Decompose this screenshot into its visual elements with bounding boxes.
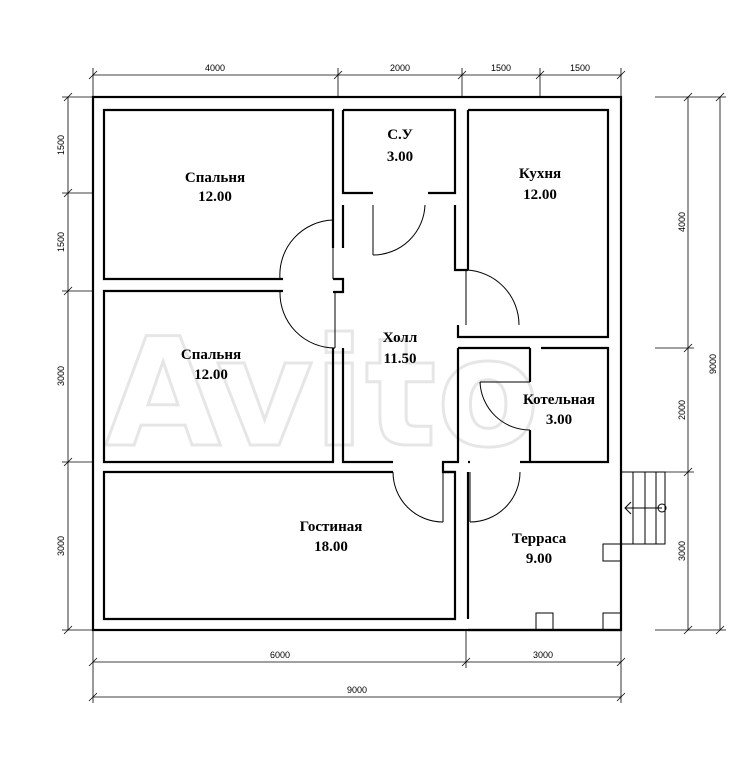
dim-top-2: 2000 [390,63,410,73]
dim-bottom-total: 9000 [347,685,367,695]
room-area-boiler: 3.00 [546,412,572,428]
dim-right-3: 3000 [677,541,687,561]
room-area-hall: 11.50 [384,351,417,367]
dimensions-left: 1500 1500 3000 3000 [56,92,93,635]
room-area-kitchen: 12.00 [523,187,557,203]
terrace-stairs [620,471,667,545]
dim-left-2: 1500 [56,232,66,252]
dim-right-2: 2000 [677,400,687,420]
dimensions-bottom: 6000 3000 9000 [88,630,626,703]
doors [279,204,531,523]
dim-bottom-1: 6000 [270,650,290,660]
terrace-post-2 [535,612,554,631]
room-area-living: 18.00 [314,539,348,555]
dim-top-3: 1500 [491,63,511,73]
room-area-bedroom2: 12.00 [194,367,228,383]
room-name-bedroom2: Спальня [181,347,241,363]
hall-walls [333,205,541,474]
door-kitchen [465,269,520,326]
room-name-kitchen: Кухня [519,166,561,182]
door-bedroom1 [279,219,334,280]
door-bathroom [372,204,426,256]
room-area-bathroom: 3.00 [387,149,413,165]
door-living [392,471,444,523]
dim-bottom-2: 3000 [533,650,553,660]
dimensions-right: 4000 2000 3000 9000 [655,92,726,635]
room-area-bedroom1: 12.00 [198,189,232,205]
room-name-boiler: Котельная [523,392,595,408]
dim-left-1: 1500 [56,135,66,155]
door-terrace [469,471,521,523]
room-name-bedroom1: Спальня [185,170,245,186]
terrace-post-1 [602,543,622,562]
terrace-details [535,471,667,631]
dim-right-total: 9000 [708,354,718,374]
room-name-living: Гостиная [300,519,363,535]
dim-left-3: 3000 [56,366,66,386]
room-area-terrace: 9.00 [526,551,552,567]
room-name-terrace: Терраса [512,531,567,547]
room-name-bathroom: С.У [387,127,413,143]
door-bedroom2 [279,291,336,349]
terrace-post-3 [602,612,622,631]
room-labels: Спальня 12.00 С.У 3.00 Кухня 12.00 Спаль… [181,127,595,567]
door-boiler [479,381,531,431]
outer-walls [91,95,623,632]
watermark-text: Avito [105,307,540,481]
dimensions-top: 4000 2000 1500 1500 [88,63,626,97]
dim-left-4: 3000 [56,536,66,556]
room-name-hall: Холл [383,330,418,346]
dim-top-4: 1500 [570,63,590,73]
dim-top-1: 4000 [205,63,225,73]
dim-right-1: 4000 [677,212,687,232]
